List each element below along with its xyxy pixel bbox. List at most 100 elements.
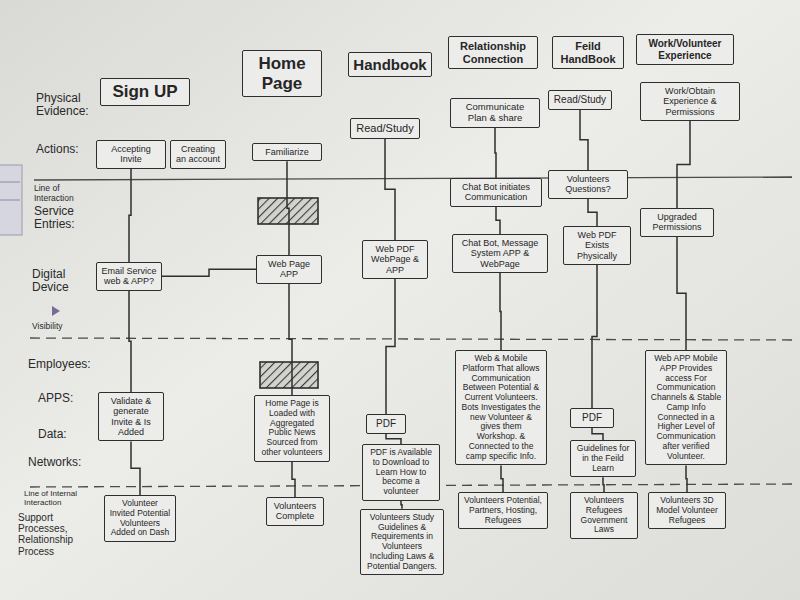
- flow-line: [686, 465, 687, 492]
- flow-line: [386, 434, 401, 445]
- box-text: Sign UP: [105, 82, 185, 102]
- box-text: Web APP Mobile APP Provides access For C…: [650, 354, 722, 461]
- box-text: PDF is Available to Download to Learn Ho…: [367, 448, 435, 497]
- box-text: Work/Volunteer Experience: [641, 38, 729, 61]
- row-label: Physical Evidence:: [36, 92, 92, 119]
- box-text: PDF: [371, 418, 401, 430]
- flow-line: [580, 110, 588, 171]
- flow-line: [401, 501, 402, 509]
- process-box: Volunteer Invited Potential Volunteers A…: [104, 495, 176, 542]
- box-text: Chat Bot, Message System APP & WebPage: [457, 238, 543, 269]
- box-text: Familiarize: [257, 147, 317, 157]
- process-box: Read/Study: [350, 118, 420, 139]
- process-box: PDF: [366, 414, 406, 434]
- note-mark: [0, 182, 20, 183]
- box-text: Creating an account: [175, 144, 221, 165]
- flow-line: [500, 273, 501, 350]
- note-mark: [0, 200, 20, 201]
- process-box: Web PDF Exists Physically: [563, 226, 631, 265]
- flow-line: [289, 284, 292, 395]
- box-text: Volunteers 3D Model Volunteer Refugees: [653, 496, 721, 525]
- flow-line: [588, 199, 597, 226]
- flow-line: [495, 128, 496, 178]
- box-text: Home Page: [247, 54, 317, 93]
- stage-header: Work/Volunteer Experience: [636, 34, 734, 65]
- sticky-note: [0, 165, 22, 235]
- process-box: Upgraded Permissions: [640, 208, 714, 237]
- box-text: Email Service web & APP?: [101, 266, 157, 287]
- box-text: Accepting Invite: [101, 144, 161, 165]
- box-text: Volunteers Potential, Partners, Hosting,…: [463, 496, 543, 525]
- process-box: Volunteers Questions?: [548, 170, 628, 199]
- stage-header: Relationship Connection: [448, 36, 538, 69]
- box-text: Upgraded Permissions: [645, 212, 709, 233]
- flow-line: [129, 291, 131, 392]
- row-label: Digital Device: [32, 268, 90, 295]
- process-box: Creating an account: [170, 140, 226, 169]
- process-box: Email Service web & APP?: [96, 262, 162, 291]
- stage-header: Handbook: [348, 52, 432, 77]
- process-box: Validate & generate Invite & Is Added: [98, 392, 164, 441]
- process-box: Accepting Invite: [96, 140, 166, 169]
- box-text: PDF: [575, 412, 609, 424]
- hatched-box: [258, 198, 318, 224]
- box-text: Validate & generate Invite & Is Added: [103, 396, 159, 437]
- flow-line: [131, 441, 140, 495]
- box-text: Web & Mobile Platform That allows Commun…: [460, 354, 542, 461]
- box-text: Feild HandBook: [557, 40, 619, 65]
- flow-line: [501, 465, 503, 492]
- process-box: Work/Obtain Experience & Permissions: [640, 82, 740, 121]
- process-box: Read/Study: [548, 90, 612, 110]
- box-text: Chat Bot initiates Communication: [455, 182, 537, 203]
- process-box: Volunteers Complete: [266, 497, 324, 526]
- process-box: Chat Bot, Message System APP & WebPage: [452, 234, 548, 273]
- row-label: Data:: [38, 428, 92, 441]
- line-of-interaction: [34, 177, 792, 180]
- box-text: Handbook: [353, 56, 427, 73]
- process-box: Chat Bot initiates Communication: [450, 178, 542, 207]
- box-text: Guidelines for in the Feild Learn: [575, 444, 631, 473]
- process-box: PDF: [570, 408, 614, 428]
- flow-line: [292, 462, 295, 497]
- flow-line: [592, 265, 597, 408]
- row-label: Employees:: [28, 358, 94, 371]
- row-label: APPS:: [38, 392, 92, 405]
- box-text: Read/Study: [553, 94, 607, 106]
- line-of-visibility: [30, 338, 792, 340]
- hatched-box: [260, 362, 318, 388]
- flow-line: [386, 279, 395, 414]
- process-box: PDF is Available to Download to Learn Ho…: [362, 444, 440, 501]
- row-label: Line of Interaction: [34, 184, 92, 203]
- box-text: Relationship Connection: [453, 40, 533, 65]
- box-text: Web PDF Exists Physically: [568, 230, 626, 261]
- row-label: Visibility: [32, 322, 92, 332]
- box-text: Web Page APP: [261, 259, 317, 280]
- box-text: Volunteers Refugees Government Laws: [575, 496, 633, 535]
- process-box: Communicate Plan & share: [450, 98, 540, 128]
- box-text: Volunteers Study Guidelines & Requiremen…: [365, 513, 439, 572]
- row-label: Line of Internal Interaction: [24, 490, 92, 508]
- box-text: Volunteers Complete: [271, 501, 319, 522]
- process-box: Guidelines for in the Feild Learn: [570, 440, 636, 477]
- flow-line: [287, 161, 289, 255]
- stage-header: Home Page: [242, 50, 322, 97]
- box-text: Web PDF WebPage & APP: [367, 244, 423, 275]
- row-label: Service Entries:: [34, 205, 92, 232]
- box-text: Volunteers Questions?: [553, 174, 623, 195]
- flow-line: [162, 269, 256, 276]
- flow-line: [129, 169, 131, 262]
- process-box: Familiarize: [252, 143, 322, 161]
- process-box: Web Page APP: [256, 255, 322, 284]
- flag-mark: [52, 306, 60, 316]
- box-text: Communicate Plan & share: [455, 102, 535, 124]
- process-box: Volunteers Potential, Partners, Hosting,…: [458, 492, 548, 529]
- flow-line: [677, 237, 686, 350]
- process-box: Volunteers Refugees Government Laws: [570, 492, 638, 539]
- row-label: Actions:: [36, 143, 92, 156]
- flow-line: [603, 477, 604, 492]
- process-box: Web APP Mobile APP Provides access For C…: [645, 350, 727, 465]
- flow-line: [496, 207, 500, 234]
- stage-header: Sign UP: [100, 78, 190, 106]
